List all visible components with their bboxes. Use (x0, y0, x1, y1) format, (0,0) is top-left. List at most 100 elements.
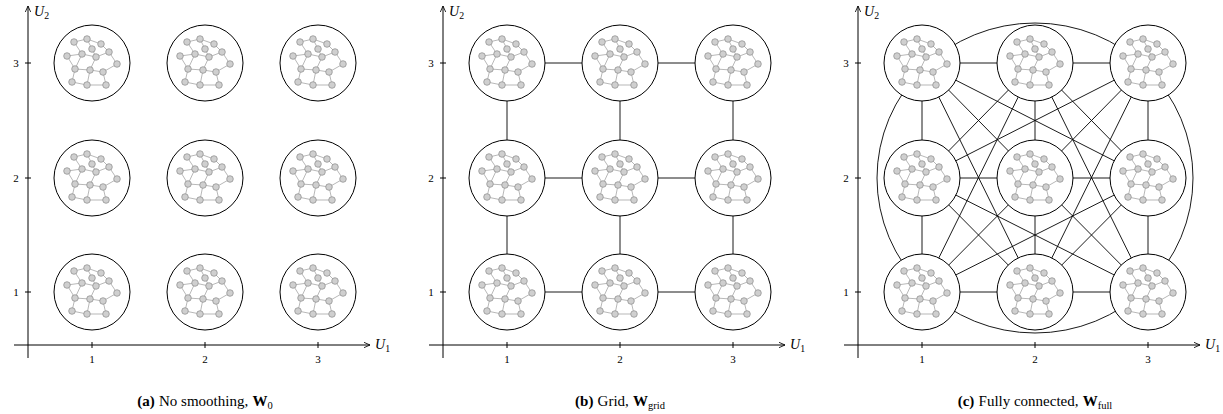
graph-node (329, 311, 336, 318)
graph-node (202, 46, 209, 53)
label-text: 2 (1032, 353, 1038, 365)
graph-node (71, 39, 78, 46)
label-text: 3 (428, 57, 434, 69)
circle-outline (582, 25, 658, 101)
graph-node (504, 275, 511, 282)
graph-node (84, 197, 91, 204)
tick-mark (855, 292, 861, 293)
graph-node (64, 53, 71, 60)
graph-node (197, 82, 204, 89)
label-text: 1 (919, 353, 925, 365)
graph-node (499, 197, 506, 204)
graph-node (1140, 311, 1147, 318)
graph-node (504, 161, 511, 168)
graph-node (89, 46, 96, 53)
graph-node (1007, 282, 1014, 289)
graph-node (944, 61, 951, 68)
graph-node (944, 176, 951, 183)
graph-node (216, 197, 223, 204)
graph-node (1036, 283, 1043, 290)
graph-node (484, 194, 491, 201)
graph-circle (582, 25, 658, 101)
graph-node (72, 181, 79, 188)
graph-node (69, 79, 76, 86)
graph-node (1030, 67, 1037, 74)
graph-node (315, 161, 322, 168)
graph-node (739, 41, 746, 48)
graph-node (329, 82, 336, 89)
graph-node (1162, 49, 1169, 56)
graph-node (213, 184, 220, 191)
graph-node (206, 54, 213, 61)
tick-label: 1 (919, 354, 925, 365)
graph-node (597, 308, 604, 315)
graph-node (499, 82, 506, 89)
graph-node (914, 151, 921, 158)
tick-mark (1148, 342, 1149, 348)
graph-node (310, 197, 317, 204)
panel (429, 6, 785, 358)
graph-node (89, 161, 96, 168)
graph-node (1162, 164, 1169, 171)
graph-node (923, 54, 930, 61)
graph-node (600, 181, 607, 188)
graph-node (617, 46, 624, 53)
graph-node (1032, 275, 1039, 282)
graph-node (607, 166, 614, 173)
graph-node (89, 275, 96, 282)
graph-node (933, 197, 940, 204)
graph-node (1036, 169, 1043, 176)
graph-node (734, 169, 741, 176)
graph-node (521, 164, 528, 171)
subscript: full (1098, 400, 1113, 411)
graph-node (64, 282, 71, 289)
graph-node (1043, 184, 1050, 191)
graph-node (1156, 298, 1163, 305)
graph-node (621, 54, 628, 61)
graph-node (310, 151, 317, 158)
graph-node (192, 166, 199, 173)
label-text: Grid, (598, 393, 629, 409)
graph-node (216, 311, 223, 318)
graph-node (515, 69, 522, 76)
graph-node (305, 166, 312, 173)
circle-outline (582, 140, 658, 216)
label-text: 1 (504, 353, 510, 365)
graph-node (310, 82, 317, 89)
axis-label: U2 (864, 5, 879, 19)
graph-node (69, 308, 76, 315)
graph-node (1149, 169, 1156, 176)
graph-node (484, 308, 491, 315)
graph-node (98, 41, 105, 48)
graph-node (720, 51, 727, 58)
graph-node (84, 265, 91, 272)
graph-circle (884, 254, 960, 330)
graph-node (592, 282, 599, 289)
graph-node (592, 168, 599, 175)
graph-node (902, 295, 909, 302)
tick-label: 1 (428, 287, 434, 298)
graph-node (298, 181, 305, 188)
graph-node (219, 164, 226, 171)
graph-node (103, 311, 110, 318)
x-axis (429, 345, 785, 346)
graph-node (1128, 295, 1135, 302)
graph-node (502, 182, 509, 189)
graph-node (227, 290, 234, 297)
tick-label: 2 (13, 173, 19, 184)
graph-node (114, 61, 121, 68)
graph-node (1014, 268, 1021, 275)
label-text: (c) (958, 393, 975, 409)
graph-node (106, 49, 113, 56)
graph-node (705, 168, 712, 175)
graph-node (899, 308, 906, 315)
subscript: 2 (459, 10, 464, 21)
graph-node (79, 280, 86, 287)
graph-node (310, 36, 317, 43)
graph-node (725, 197, 732, 204)
graph-node (928, 270, 935, 277)
label-text: 3 (730, 353, 736, 365)
graph-node (1049, 164, 1056, 171)
graph-node (600, 295, 607, 302)
